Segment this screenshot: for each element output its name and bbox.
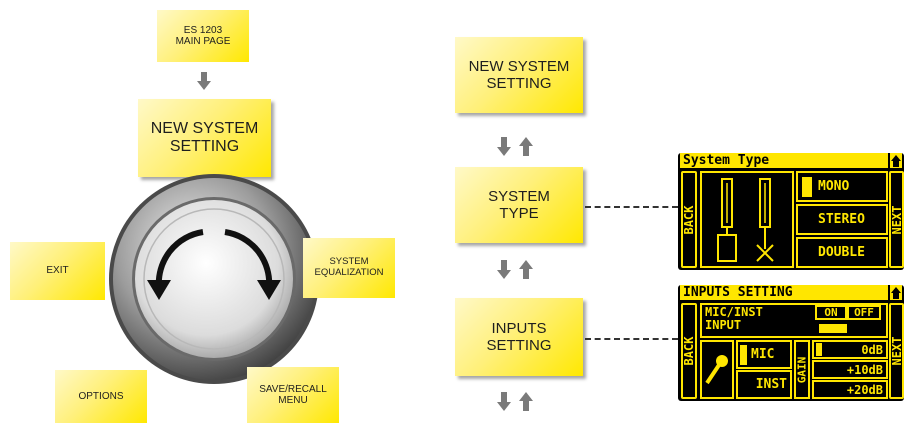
- input-inst-option[interactable]: INST: [736, 370, 792, 399]
- lcd-title: System Type: [680, 153, 888, 168]
- option-mono[interactable]: MONO: [796, 171, 888, 202]
- mic-inst-input-label: MIC/INST INPUT: [705, 305, 763, 333]
- selected-indicator: [816, 343, 822, 356]
- selected-indicator: [802, 176, 812, 197]
- microphone-icon: [705, 354, 728, 384]
- main-page-box: ES 1203 MAIN PAGE: [157, 10, 249, 62]
- back-button[interactable]: BACK: [681, 303, 697, 399]
- next-button[interactable]: NEXT: [889, 171, 904, 268]
- system-type-illustration: [700, 171, 794, 268]
- toggle-indicator: [819, 324, 847, 333]
- down-up-arrows-icon: [497, 260, 533, 279]
- mono-mixer-icon: [717, 178, 774, 262]
- lcd-system-type: System Type BACK MONO STEREO DOUBLE NEXT: [678, 153, 904, 270]
- rotate-left-arrow-icon: [147, 229, 204, 300]
- gain-10db-option[interactable]: +10dB: [812, 360, 888, 379]
- next-button[interactable]: NEXT: [889, 303, 904, 399]
- connector-line: [585, 206, 678, 208]
- system-equalization-box[interactable]: SYSTEM EQUALIZATION: [303, 238, 395, 298]
- lcd-title: INPUTS SETTING: [680, 285, 888, 300]
- save-recall-menu-box[interactable]: SAVE/RECALL MENU: [247, 367, 339, 423]
- down-arrow-icon: [197, 72, 211, 90]
- gain-20db-option[interactable]: +20dB: [812, 380, 888, 399]
- new-system-setting-box-right[interactable]: NEW SYSTEM SETTING: [455, 37, 583, 113]
- rotary-knob[interactable]: [107, 172, 321, 386]
- options-box[interactable]: OPTIONS: [55, 370, 147, 423]
- option-stereo[interactable]: STEREO: [796, 204, 888, 235]
- back-button[interactable]: BACK: [681, 171, 697, 268]
- gain-0db-option[interactable]: 0dB: [812, 340, 888, 359]
- down-up-arrows-icon: [497, 392, 533, 411]
- gain-label-cell: GAIN: [794, 340, 810, 399]
- connector-line: [585, 338, 678, 340]
- off-toggle[interactable]: OFF: [847, 305, 881, 320]
- exit-box[interactable]: EXIT: [10, 242, 105, 300]
- on-toggle[interactable]: ON: [815, 305, 847, 320]
- input-mic-option[interactable]: MIC: [736, 340, 792, 369]
- selected-indicator: [740, 344, 747, 365]
- home-icon: [890, 285, 902, 300]
- down-up-arrows-icon: [497, 137, 533, 156]
- mic-icon-cell: [700, 340, 734, 399]
- option-double[interactable]: DOUBLE: [796, 237, 888, 268]
- system-type-box[interactable]: SYSTEM TYPE: [455, 167, 583, 243]
- mic-inst-input-row: MIC/INST INPUT: [700, 303, 888, 338]
- inputs-setting-box[interactable]: INPUTS SETTING: [455, 298, 583, 376]
- lcd-inputs-setting: INPUTS SETTING BACK MIC/INST INPUT ON OF…: [678, 285, 904, 401]
- rotate-right-arrow-icon: [224, 229, 281, 300]
- new-system-setting-box[interactable]: NEW SYSTEM SETTING: [138, 99, 271, 177]
- home-icon: [890, 153, 902, 168]
